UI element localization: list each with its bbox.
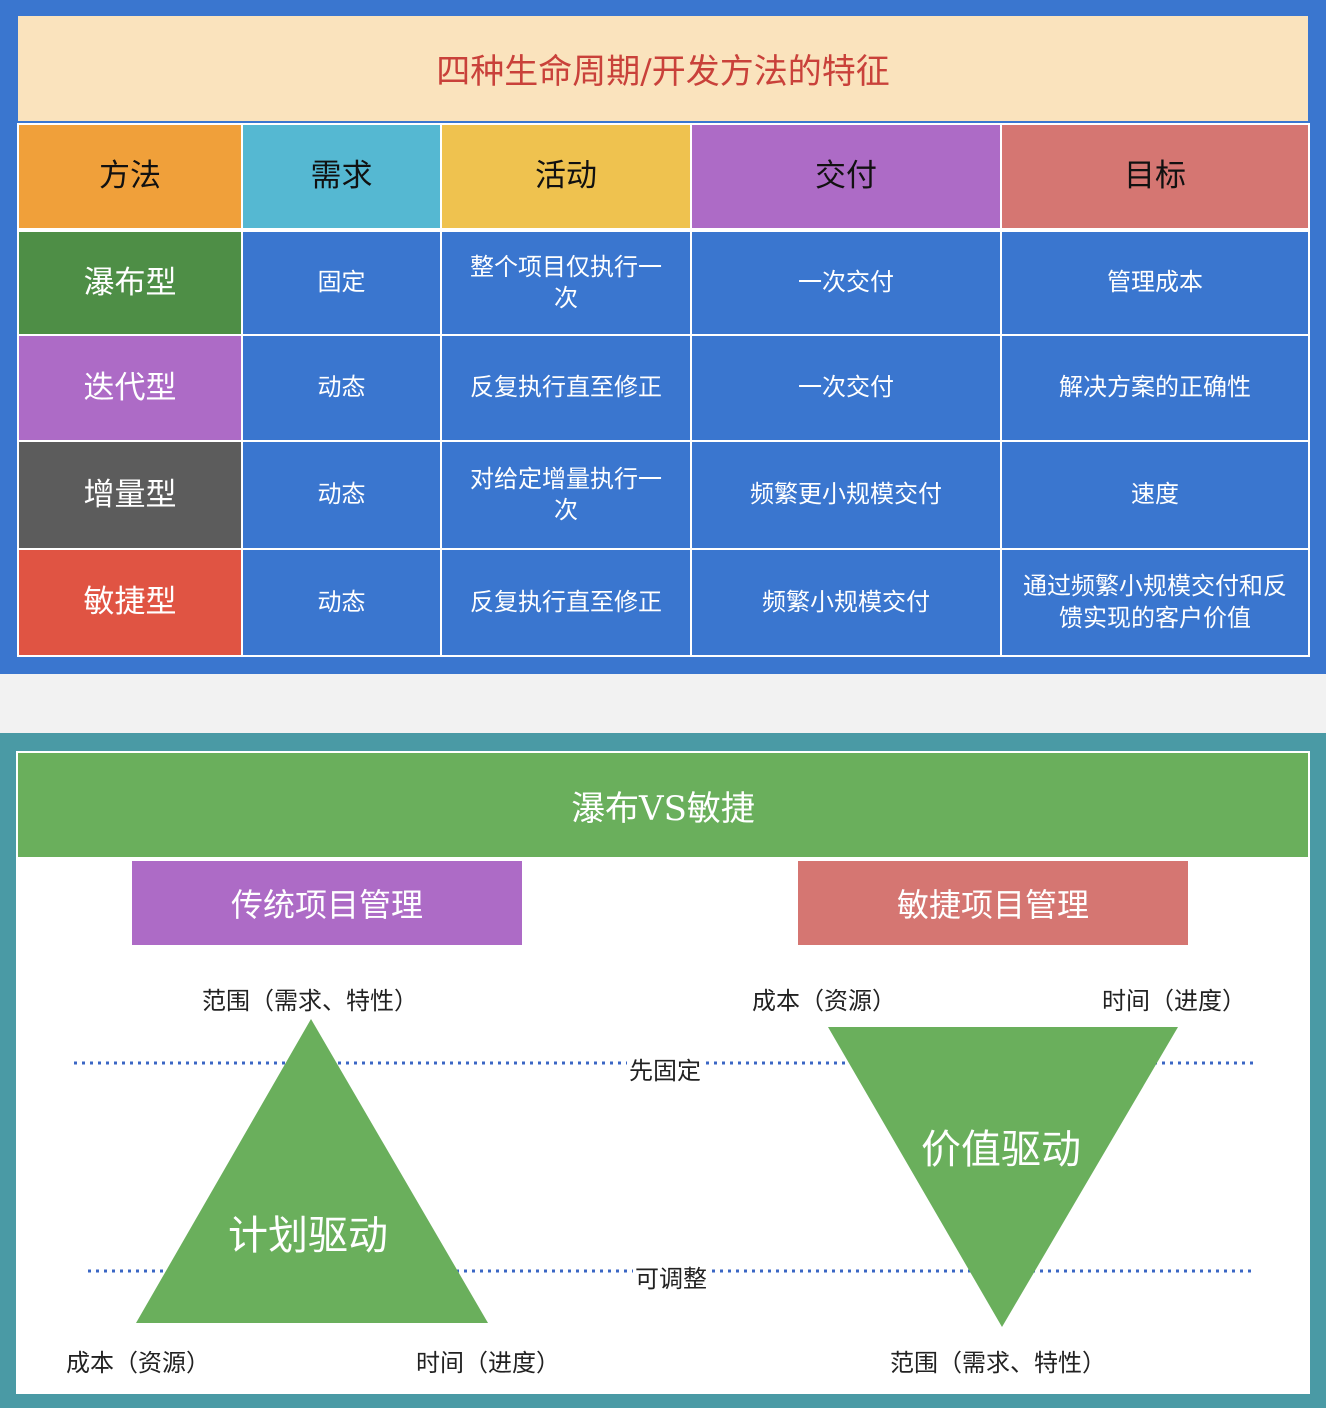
value-driven-triangle bbox=[828, 1027, 1178, 1327]
table-title: 四种生命周期/开发方法的特征 bbox=[436, 52, 890, 92]
agile-scope-label: 范围（需求、特性） bbox=[890, 1349, 1106, 1377]
plan-driven-text: 计划驱动 bbox=[228, 1213, 388, 1259]
delivery-cell: 一次交付 bbox=[690, 334, 1002, 442]
agile-time-label: 时间（进度） bbox=[1102, 987, 1246, 1015]
requirements-cell: 固定 bbox=[241, 230, 442, 336]
agile-pm-box: 敏捷项目管理 bbox=[798, 861, 1188, 945]
requirements-cell: 动态 bbox=[241, 440, 442, 550]
table-title-bar: 四种生命周期/开发方法的特征 bbox=[18, 16, 1308, 121]
traditional-cost-label: 成本（资源） bbox=[66, 1349, 210, 1377]
adjustable-label: 可调整 bbox=[633, 1259, 709, 1294]
delivery-cell: 频繁小规模交付 bbox=[690, 548, 1002, 657]
agile-cost-label: 成本（资源） bbox=[752, 987, 896, 1015]
method-waterfall: 瀑布型 bbox=[17, 230, 243, 336]
fixed-first-label: 先固定 bbox=[627, 1051, 703, 1086]
header-requirements: 需求 bbox=[241, 123, 442, 230]
method-agile: 敏捷型 bbox=[17, 548, 243, 657]
header-goal: 目标 bbox=[1000, 123, 1310, 230]
traditional-time-label: 时间（进度） bbox=[416, 1349, 560, 1377]
method-iterative: 迭代型 bbox=[17, 334, 243, 442]
diagram-canvas: 瀑布VS敏捷 传统项目管理 敏捷项目管理 范围（需求、特性） 成本（资源） 时间… bbox=[16, 751, 1310, 1394]
goal-cell: 管理成本 bbox=[1000, 230, 1310, 336]
triangle-diagram bbox=[74, 1019, 1256, 1327]
requirements-cell: 动态 bbox=[241, 334, 442, 442]
activities-cell: 对给定增量执行一次 bbox=[440, 440, 692, 550]
waterfall-vs-agile-panel: 瀑布VS敏捷 传统项目管理 敏捷项目管理 范围（需求、特性） 成本（资源） 时间… bbox=[0, 733, 1326, 1408]
header-method: 方法 bbox=[17, 123, 243, 230]
traditional-scope-label: 范围（需求、特性） bbox=[202, 987, 418, 1015]
method-incremental: 增量型 bbox=[17, 440, 243, 550]
traditional-pm-box: 传统项目管理 bbox=[132, 861, 522, 945]
value-driven-text: 价值驱动 bbox=[921, 1127, 1081, 1173]
delivery-cell: 一次交付 bbox=[690, 230, 1002, 336]
plan-driven-triangle bbox=[136, 1019, 488, 1323]
goal-cell: 速度 bbox=[1000, 440, 1310, 550]
activities-cell: 反复执行直至修正 bbox=[440, 548, 692, 657]
goal-cell: 通过频繁小规模交付和反馈实现的客户价值 bbox=[1000, 548, 1310, 657]
diagram-title-bar: 瀑布VS敏捷 bbox=[18, 753, 1308, 857]
diagram-title: 瀑布VS敏捷 bbox=[571, 788, 755, 829]
requirements-cell: 动态 bbox=[241, 548, 442, 657]
activities-cell: 整个项目仅执行一次 bbox=[440, 230, 692, 336]
header-activities: 活动 bbox=[440, 123, 692, 230]
header-delivery: 交付 bbox=[690, 123, 1002, 230]
lifecycle-characteristics-panel: 四种生命周期/开发方法的特征 方法 需求 活动 交付 目标 瀑布型 固定 整个项… bbox=[0, 0, 1326, 674]
delivery-cell: 频繁更小规模交付 bbox=[690, 440, 1002, 550]
goal-cell: 解决方案的正确性 bbox=[1000, 334, 1310, 442]
activities-cell: 反复执行直至修正 bbox=[440, 334, 692, 442]
